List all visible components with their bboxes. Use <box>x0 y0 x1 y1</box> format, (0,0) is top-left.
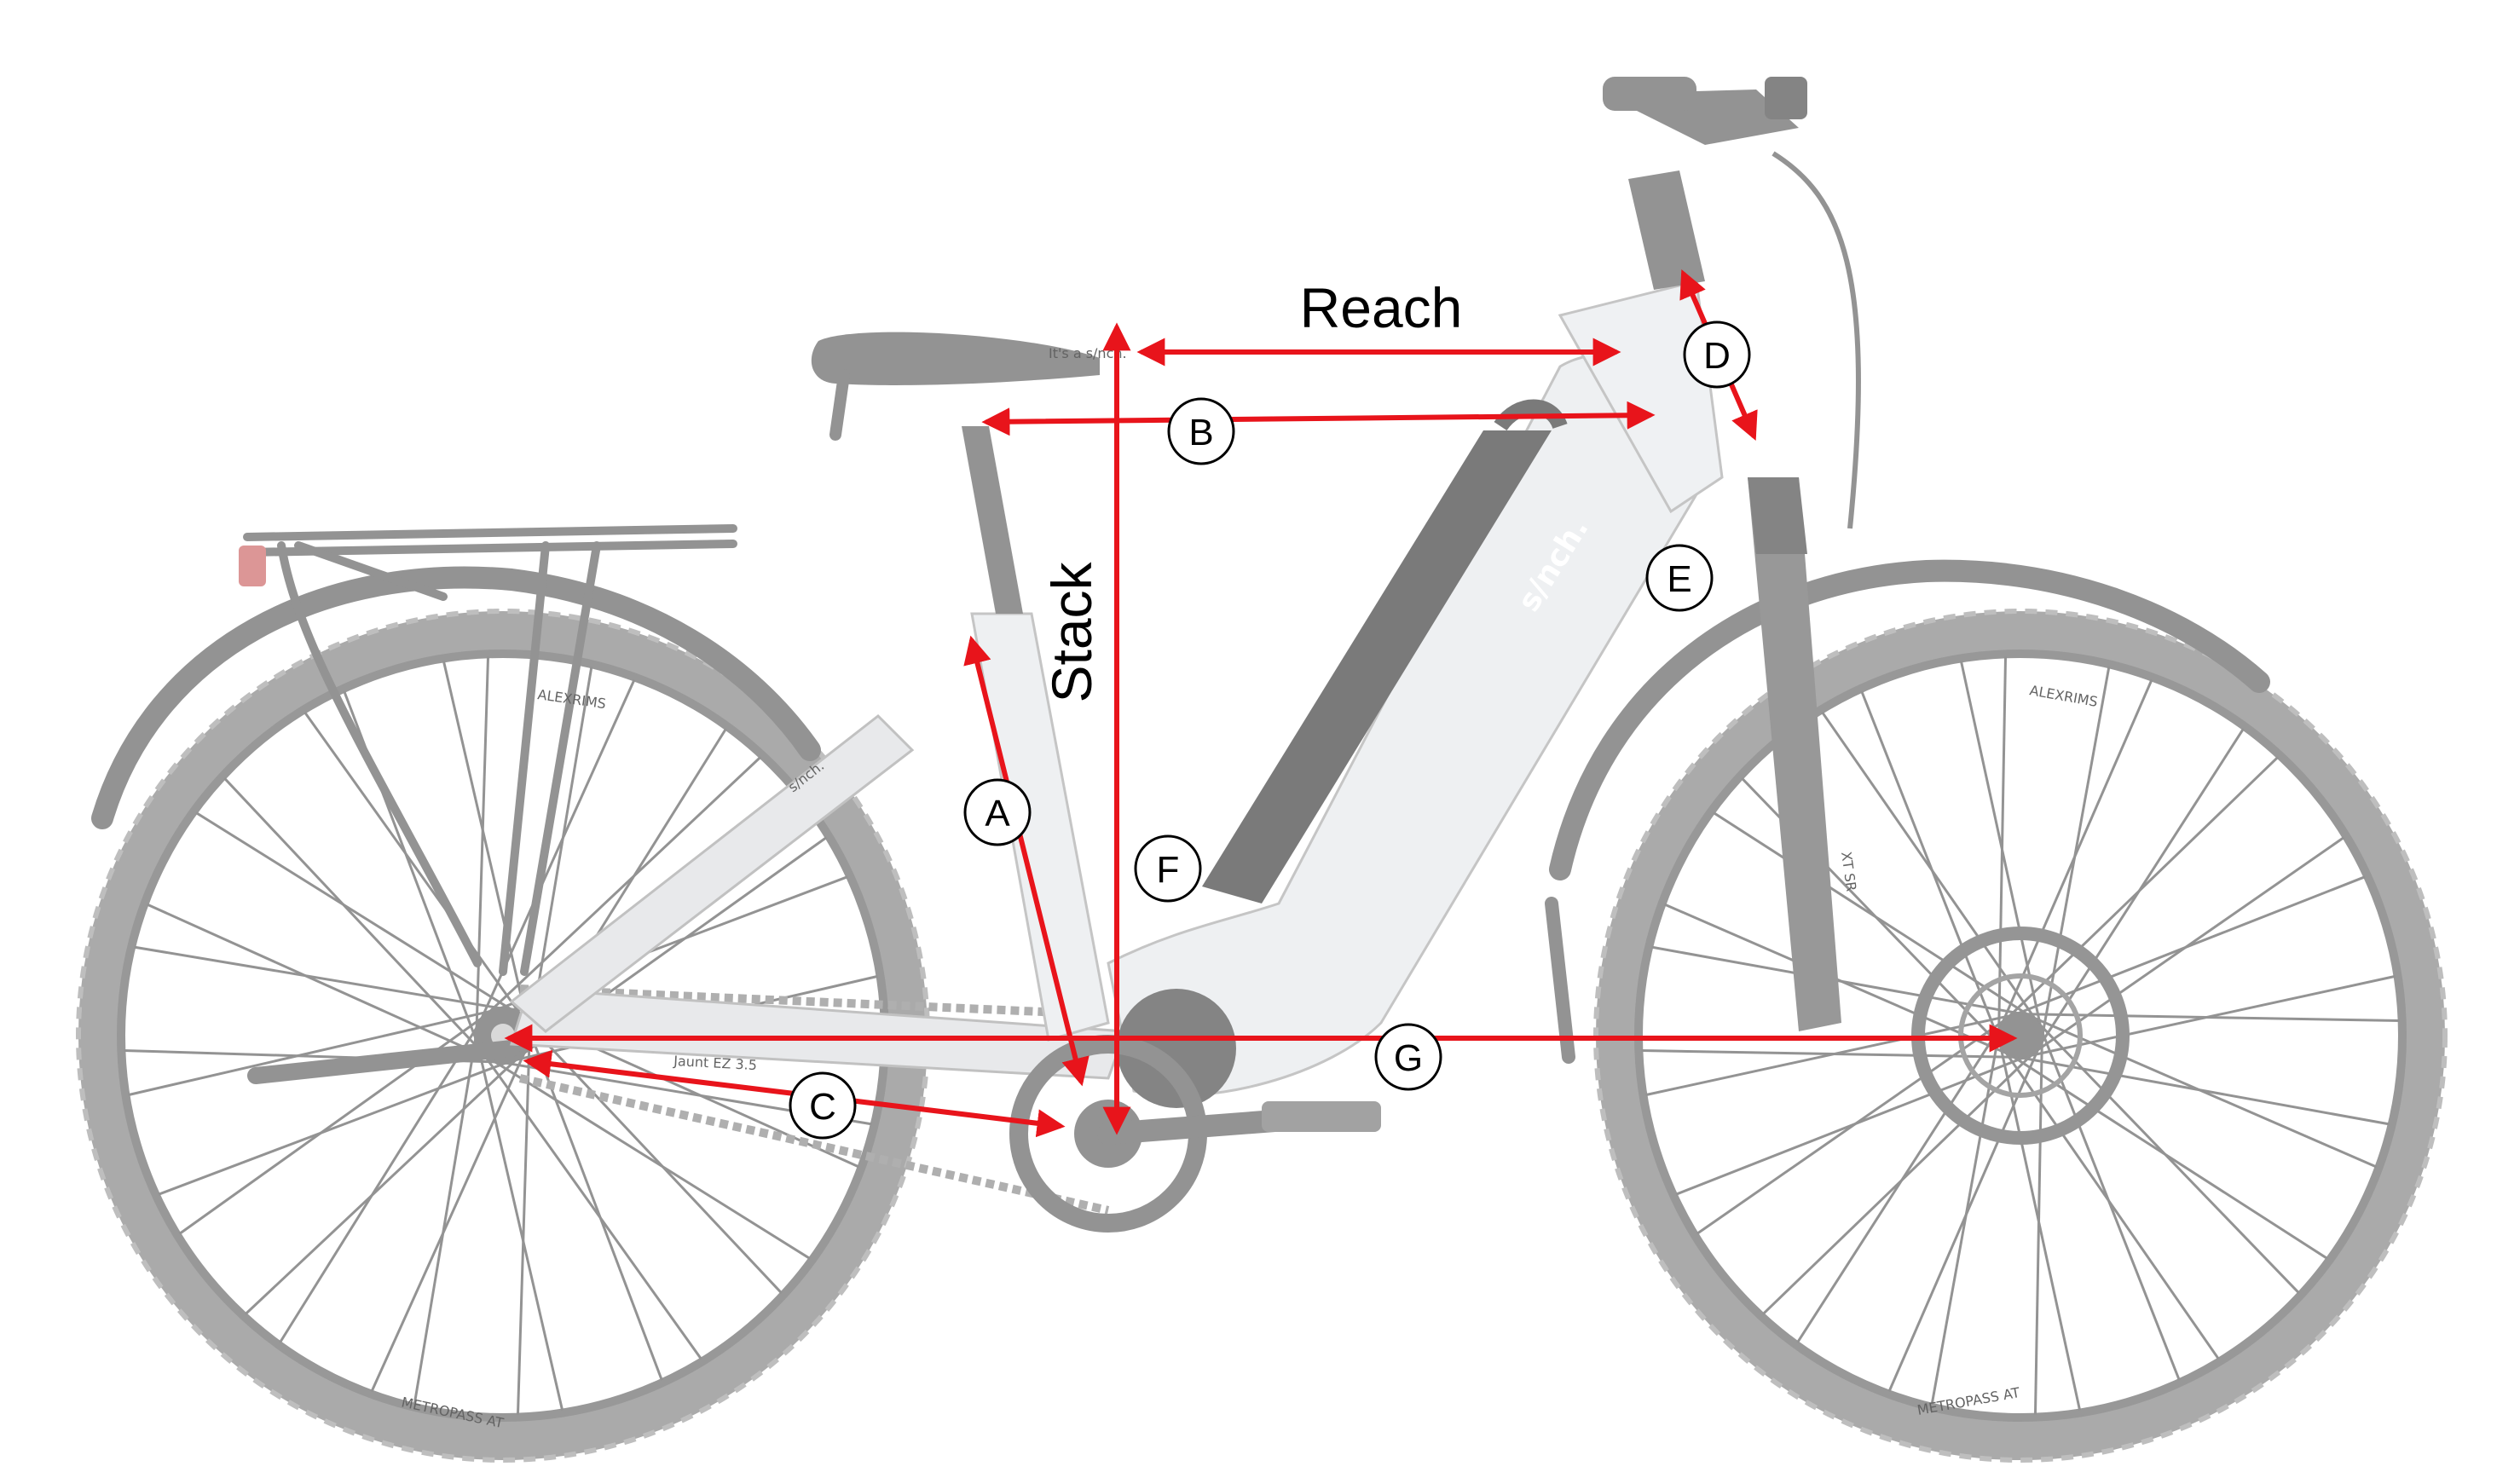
rear-rack <box>243 524 737 976</box>
labels: Reach Stack A B C D E F G <box>789 276 1751 1140</box>
spoke <box>474 1035 564 1411</box>
arrow-b <box>981 401 1656 436</box>
spoke <box>2037 1023 2181 1381</box>
spoke <box>2001 756 2280 1025</box>
spoke <box>1997 656 2008 1041</box>
kickstand <box>247 1040 520 1084</box>
svg-text:D: D <box>1703 335 1731 377</box>
spoke <box>1821 711 2043 1028</box>
svg-text:A: A <box>985 793 1010 834</box>
svg-text:C: C <box>809 1086 836 1128</box>
spoke <box>2008 875 2366 1019</box>
bike-illustration: s/nch. Jaunt EZ 3.5 s/nch. It's a s/nch.… <box>76 77 2448 1463</box>
spoke <box>244 1049 527 1315</box>
spoke <box>178 1009 494 1235</box>
fork: XT SR <box>1748 477 1859 1031</box>
label-e-badge: E <box>1645 544 1714 612</box>
measurement-arrows <box>504 268 2018 1138</box>
arrow-a <box>963 635 1089 1087</box>
svg-text:G: G <box>1394 1037 1423 1079</box>
spoke <box>2024 1013 2378 1169</box>
spoke <box>1997 678 2153 1032</box>
label-d-badge: D <box>1683 320 1751 389</box>
label-g-badge: G <box>1374 1023 1442 1091</box>
spoke <box>2032 1016 2300 1295</box>
spoke <box>158 1057 519 1196</box>
label-f-badge: F <box>1134 834 1202 903</box>
rear-reflector <box>239 546 266 586</box>
label-stack: Stack <box>1040 561 1103 702</box>
spoke <box>2015 1012 2400 1023</box>
spoke <box>477 1045 702 1360</box>
label-a-badge: A <box>963 778 1032 846</box>
spoke <box>1713 811 2037 1021</box>
label-b-badge: B <box>1167 397 1235 465</box>
spoke <box>128 1007 504 1097</box>
spoke <box>413 1025 479 1405</box>
spoke <box>146 903 499 1064</box>
spoke <box>2033 1031 2044 1415</box>
battery <box>1202 430 1552 904</box>
spoke <box>195 811 523 1018</box>
spoke <box>223 777 489 1059</box>
spoke <box>279 1015 485 1343</box>
spoke <box>1796 1019 2006 1343</box>
label-c-badge: C <box>789 1071 857 1140</box>
front-rim-brand: ALEXRIMS <box>2028 682 2099 710</box>
spoke <box>475 656 490 1042</box>
spoke <box>479 756 762 1022</box>
fork-label: XT SR <box>1838 851 1859 892</box>
svg-text:B: B <box>1188 412 1213 453</box>
spoke <box>370 1040 531 1393</box>
spoke <box>1651 945 2030 1017</box>
svg-text:E: E <box>1667 558 1691 600</box>
spoke <box>1930 1026 2002 1405</box>
spoke <box>134 945 514 1012</box>
label-reach: Reach <box>1300 276 1463 339</box>
model-name: Jaunt EZ 3.5 <box>673 1053 758 1073</box>
front-fender <box>1549 559 2270 880</box>
cockpit <box>1603 77 1861 529</box>
spoke <box>303 711 529 1026</box>
spoke <box>442 661 532 1036</box>
svg-text:F: F <box>1157 849 1180 891</box>
rear-fender <box>91 566 821 829</box>
